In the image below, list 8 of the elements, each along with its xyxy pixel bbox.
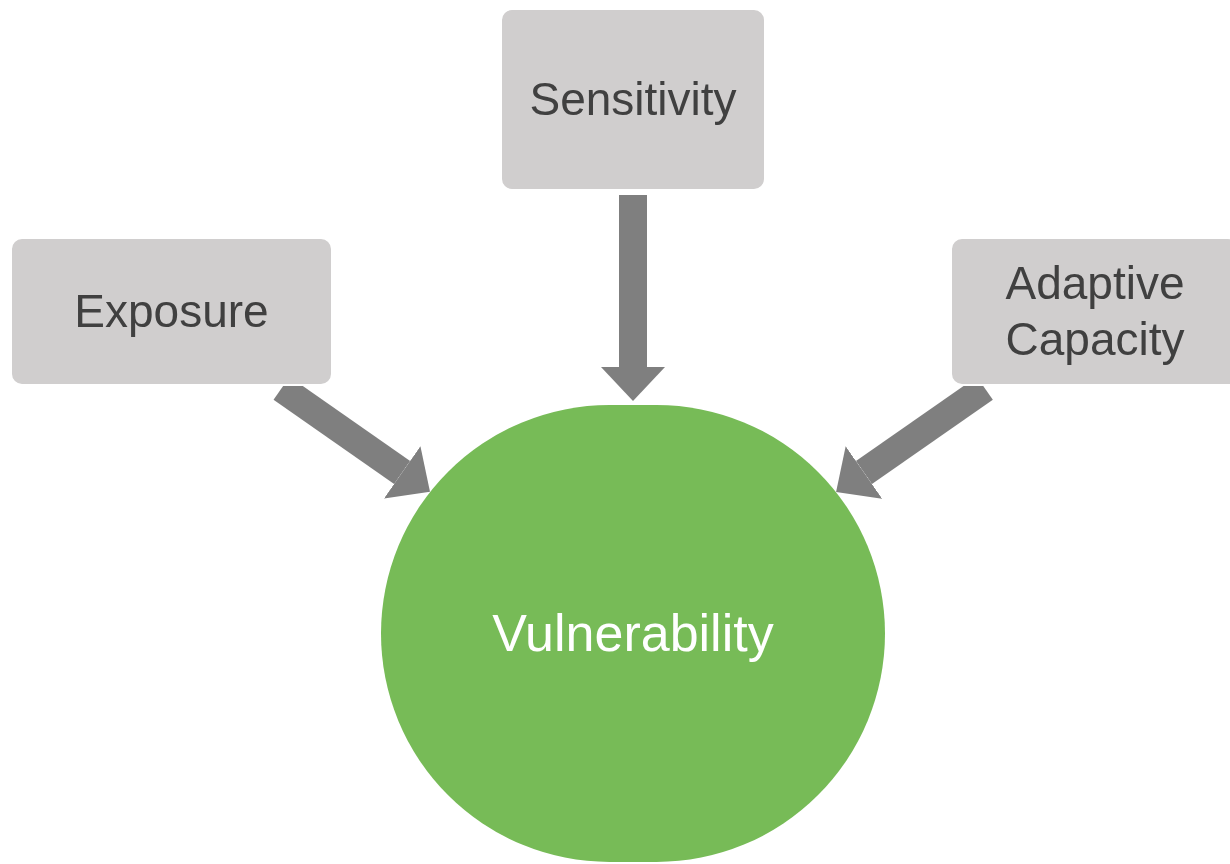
node-label: Adaptive Capacity [1004, 256, 1186, 367]
block-arrow [601, 195, 665, 401]
node-label: Vulnerability [492, 603, 774, 664]
node-label: Exposure [73, 283, 270, 339]
node-label: Sensitivity [528, 71, 738, 127]
factor-box [500, 8, 766, 191]
factor-box [10, 237, 333, 386]
factor-box [950, 237, 1230, 386]
